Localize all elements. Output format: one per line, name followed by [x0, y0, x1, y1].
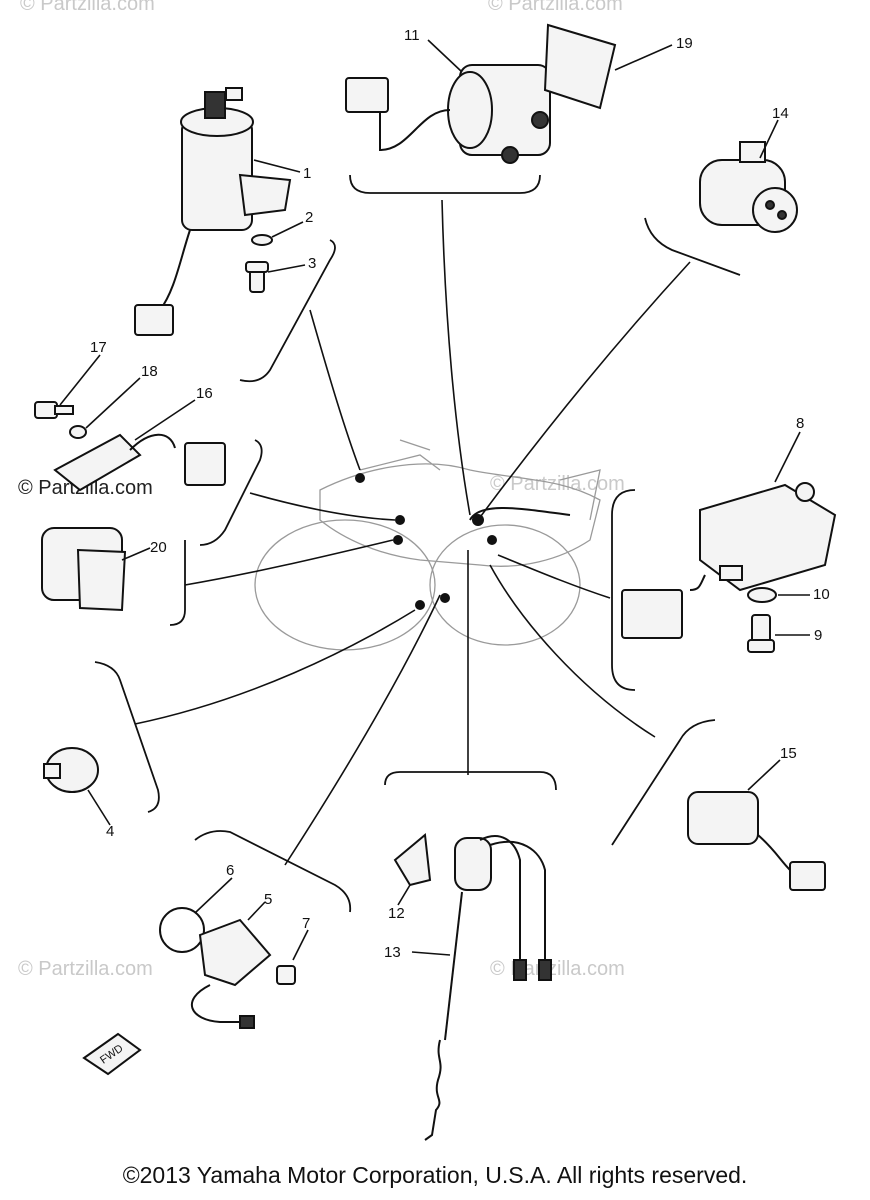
callout-10: 10 — [813, 586, 830, 603]
main-switch-part — [134, 87, 292, 336]
screw-3-part — [245, 261, 269, 293]
label-plate-part — [543, 23, 617, 110]
coupler-15-part — [687, 791, 826, 891]
harness-leader-lines — [134, 199, 691, 866]
harness-connectors — [355, 473, 571, 610]
starter-relay-part — [345, 64, 551, 164]
flasher-relay-part — [699, 141, 798, 233]
callout-16: 16 — [196, 385, 213, 402]
oil-pressure-switch-part — [43, 747, 99, 793]
relay-unit-part — [41, 527, 127, 612]
group-brackets — [94, 174, 741, 913]
brake-spring-13-part — [424, 891, 463, 1141]
callout-14: 14 — [772, 105, 789, 122]
screw-7-part — [276, 965, 296, 985]
callout-1: 1 — [303, 165, 311, 182]
rectifier-regulator-part — [621, 482, 837, 639]
neutral-switch-5-part — [190, 918, 272, 1029]
neutral-switch-assy-part — [53, 433, 226, 492]
callout-4: 4 — [106, 823, 114, 840]
washer-18-part — [69, 425, 87, 439]
callout-9: 9 — [814, 627, 822, 644]
callout-13: 13 — [384, 944, 401, 961]
watermark-bottom-left: © Partzilla.com — [18, 958, 153, 980]
brake-switch-bracket-12-part — [393, 833, 432, 887]
callout-6: 6 — [226, 862, 234, 879]
callout-11: 11 — [404, 27, 420, 44]
callout-18: 18 — [141, 363, 158, 380]
brake-switch-part — [454, 835, 552, 981]
callout-20: 20 — [150, 539, 167, 556]
callout-8: 8 — [796, 415, 804, 432]
watermark-bottom-right: © Partzilla.com — [490, 958, 625, 980]
callout-3: 3 — [308, 255, 316, 272]
washer-10-part — [747, 587, 777, 603]
callout-2: 2 — [305, 209, 313, 226]
bolt-9-part — [747, 614, 775, 653]
fwd-arrow-icon: FWD — [82, 1032, 142, 1076]
callout-15: 15 — [780, 745, 797, 762]
o-ring-6-part — [159, 907, 205, 953]
watermark-top-left: © Partzilla.com — [20, 0, 155, 15]
callout-5: 5 — [264, 891, 272, 908]
watermark-top-right: © Partzilla.com — [488, 0, 623, 15]
callout-12: 12 — [388, 905, 405, 922]
washer-2-part — [251, 234, 273, 246]
callout-19: 19 — [676, 35, 693, 52]
copyright-notice: ©2013 Yamaha Motor Corporation, U.S.A. A… — [122, 1162, 748, 1188]
bolt-17-part — [34, 401, 74, 419]
callout-17: 17 — [90, 339, 107, 356]
motorcycle-frame-outline — [254, 439, 601, 651]
callout-7: 7 — [302, 915, 310, 932]
